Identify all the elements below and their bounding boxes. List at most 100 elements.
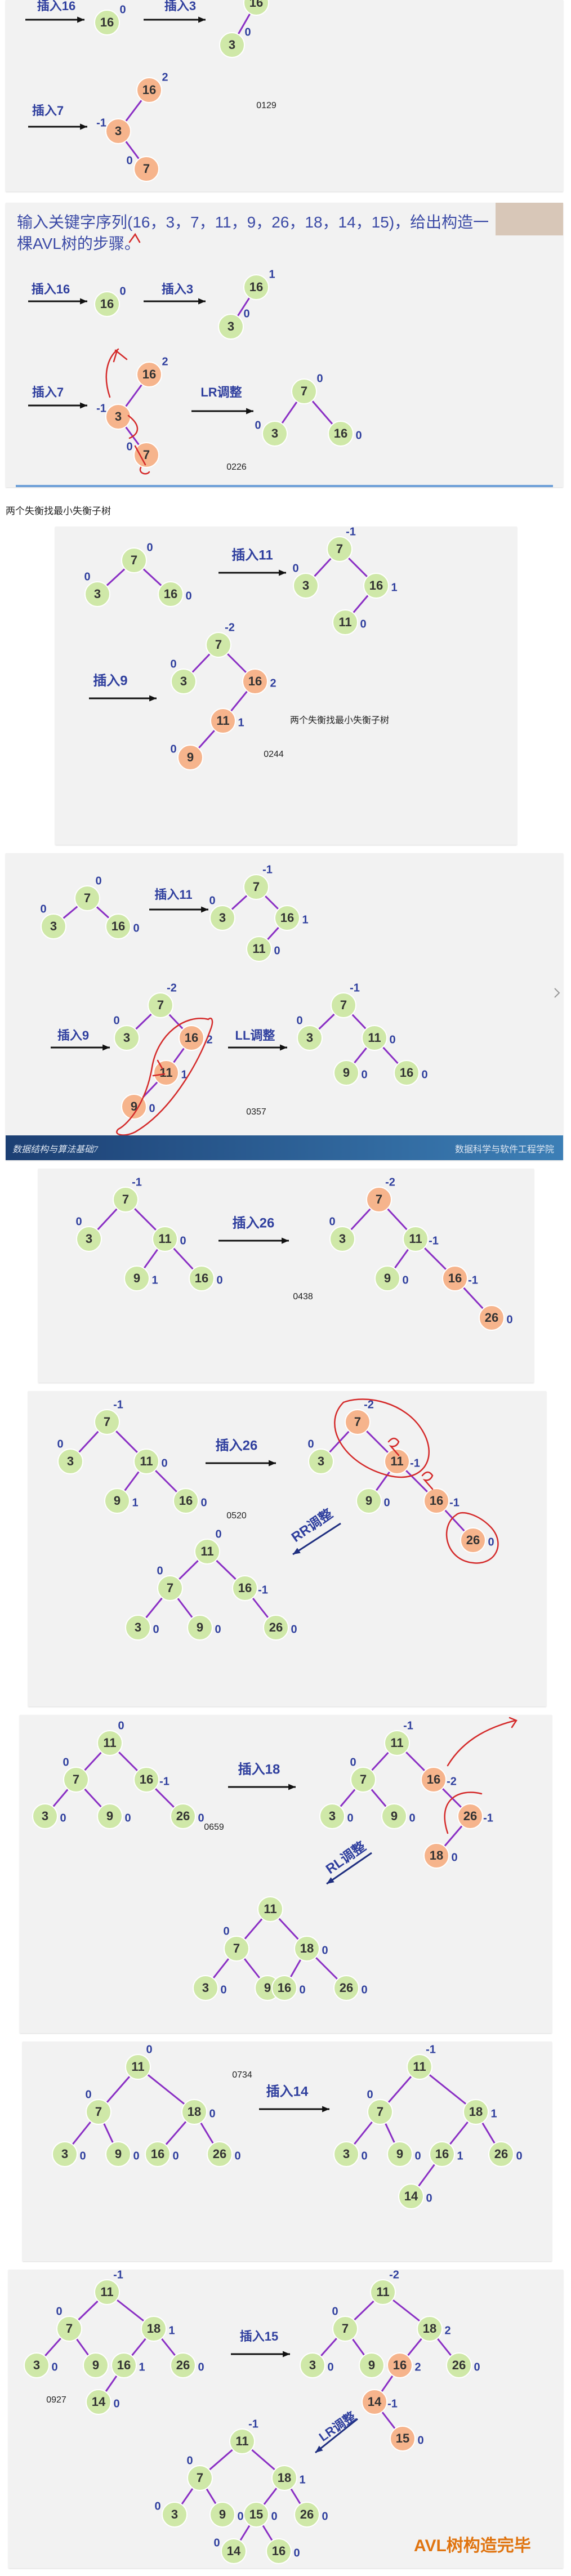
- tree-node: 30: [113, 1014, 140, 1051]
- node-value: 3: [67, 1454, 74, 1468]
- node-value: 7: [66, 2321, 73, 2336]
- balance-factor: 0: [361, 1068, 367, 1081]
- node-value: 9: [384, 1271, 391, 1285]
- balance-factor: 0: [200, 1496, 207, 1509]
- node-circle: [56, 2316, 82, 2342]
- node-value: 7: [301, 384, 307, 398]
- balance-factor: -1: [483, 1812, 493, 1824]
- balance-factor: 0: [506, 1313, 512, 1326]
- node-value: 16: [369, 578, 383, 592]
- node-value: 11: [140, 1454, 153, 1468]
- node-circle: [429, 2141, 455, 2167]
- tree-node: 70: [291, 372, 323, 404]
- balance-factor: 0: [154, 2500, 160, 2512]
- balance-factor: 0: [355, 429, 362, 442]
- hand-annotation: [152, 1059, 166, 1077]
- tree-node: 14-1: [362, 2389, 398, 2415]
- node-value: 18: [300, 1941, 314, 1955]
- node-value: 11: [100, 2285, 113, 2299]
- node-circle: [105, 118, 131, 144]
- tree-node: 30: [75, 1215, 102, 1252]
- tree-node: 11-1: [407, 2043, 436, 2080]
- node-circle: [398, 2183, 424, 2209]
- node-circle: [224, 1936, 249, 1962]
- node-value: 15: [249, 2507, 263, 2521]
- balance-factor: -1: [429, 1234, 439, 1247]
- node-circle: [210, 708, 236, 734]
- node-value: 16: [393, 2358, 407, 2372]
- node-circle: [394, 1060, 420, 1086]
- balance-factor: -2: [225, 621, 235, 634]
- label-text: 插入18: [238, 1762, 280, 1777]
- tree-node: 30: [292, 562, 319, 599]
- label-text: 插入16: [32, 282, 70, 296]
- balance-factor: -1: [96, 402, 106, 415]
- node-circle: [242, 668, 268, 694]
- balance-factor: 1: [457, 2150, 463, 2162]
- balance-factor: -1: [350, 982, 360, 994]
- slide-bottom-line: [16, 485, 553, 487]
- balance-factor: 0: [255, 419, 261, 431]
- label-text: 0226: [226, 462, 247, 472]
- node-circle: [384, 1449, 410, 1474]
- node-value: 7: [376, 1192, 382, 1206]
- hand-annotation: [128, 233, 141, 243]
- tree-node: 110: [125, 2043, 153, 2080]
- node-circle: [76, 1226, 102, 1252]
- node-value: 7: [95, 2105, 102, 2119]
- node-circle: [332, 609, 358, 635]
- node-circle: [121, 547, 147, 573]
- arrow-head: [282, 1237, 289, 1244]
- tree-node: 140: [213, 2537, 247, 2564]
- label-text: 插入9: [57, 1028, 89, 1042]
- tree-node: 7-2: [345, 1398, 374, 1435]
- tree-node: 11: [257, 1896, 283, 1922]
- node-value: 11: [338, 615, 351, 629]
- node-circle: [141, 2316, 167, 2342]
- node-value: 7: [342, 2321, 349, 2336]
- node-circle: [94, 2279, 120, 2305]
- balance-factor: 0: [296, 1014, 302, 1027]
- balance-factor: 0: [220, 1984, 226, 1996]
- arrow-head: [246, 408, 253, 415]
- balance-factor: 0: [213, 2537, 220, 2549]
- node-value: 3: [329, 1809, 336, 1823]
- node-circle: [207, 2141, 233, 2167]
- balance-factor: 1: [299, 2474, 305, 2486]
- balance-factor: 0: [409, 1812, 415, 1824]
- node-circle: [271, 1975, 297, 2001]
- tree-node: 11-1: [94, 2269, 123, 2305]
- node-circle: [157, 1575, 183, 1601]
- node-value: 7: [157, 998, 164, 1012]
- balance-factor: 0: [198, 1812, 204, 1824]
- node-circle: [370, 2279, 396, 2305]
- balance-factor: 2: [444, 2324, 450, 2337]
- node-circle: [219, 32, 245, 58]
- balance-factor: -2: [389, 2269, 399, 2281]
- tree-node: 11-1: [384, 1449, 420, 1474]
- arrow-head: [315, 2445, 323, 2453]
- label-text: 插入26: [233, 1215, 275, 1231]
- node-circle: [148, 992, 173, 1018]
- node-circle: [86, 2389, 111, 2415]
- node-value: 11: [252, 942, 265, 956]
- label-text: 插入3: [164, 0, 196, 13]
- node-circle: [293, 573, 319, 599]
- tree-node: 7-1: [331, 982, 360, 1018]
- node-value: 16: [435, 2147, 449, 2161]
- arrow-head: [198, 16, 206, 23]
- node-value: 3: [302, 578, 309, 592]
